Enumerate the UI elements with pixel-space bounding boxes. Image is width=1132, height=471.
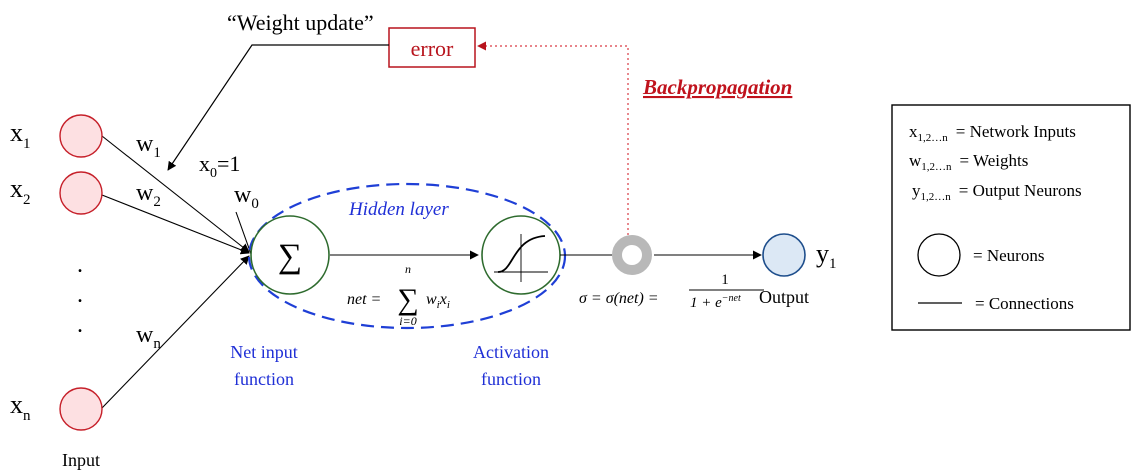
- legend-weights: w1,2…n= Weights: [909, 151, 1028, 173]
- legend-neuron-icon: [917, 233, 961, 277]
- output-ring: [612, 235, 652, 275]
- weight-label-w1: w1: [136, 131, 161, 161]
- input-dot-1: .: [77, 252, 83, 278]
- weight-label-wn: wn: [136, 322, 161, 352]
- legend: x1,2…n= Network Inputs w1,2…n= Weights y…: [891, 104, 1131, 331]
- net-formula-sum-top: n: [405, 262, 411, 276]
- error-box: [388, 27, 476, 68]
- net-formula: net = ∑ n i=0 wixi: [347, 262, 450, 328]
- output-neuron-y1: [762, 233, 806, 277]
- connection-xn: [101, 255, 250, 409]
- input-caption: Input: [62, 450, 100, 470]
- input-label-xn: xn: [10, 390, 31, 424]
- input-neuron-x1: [59, 114, 103, 158]
- connection-x2: [101, 194, 250, 255]
- input-neuron-x2: [59, 171, 103, 215]
- connection-x1: [101, 135, 250, 253]
- hidden-layer-ellipse: [247, 182, 567, 330]
- net-input-label-line2: function: [234, 369, 294, 389]
- input-label-x2: x2: [10, 174, 31, 208]
- net-formula-sum-bottom: i=0: [399, 314, 416, 328]
- activation-label-line1: Activation: [473, 342, 549, 362]
- output-label-y1: y1: [816, 239, 837, 272]
- error-label: error: [411, 36, 454, 61]
- hidden-layer-label: Hidden layer: [348, 199, 449, 220]
- input-dot-2: .: [77, 282, 83, 308]
- legend-neurons-label: = Neurons: [973, 246, 1044, 265]
- sigma-formula: σ = σ(net) = 1 1 + e−net: [579, 272, 764, 311]
- net-input-node: [250, 215, 330, 295]
- activation-label-line2: function: [481, 369, 541, 389]
- legend-outputs: y1,2…n= Output Neurons: [912, 181, 1082, 203]
- input-label-x1: x1: [10, 118, 31, 152]
- sum-symbol: ∑: [278, 238, 302, 275]
- weight-update-label: “Weight update”: [227, 10, 374, 35]
- input-neuron-xn: [59, 387, 103, 431]
- sigmoid-icon: [494, 234, 548, 282]
- weight-label-w0: w0: [234, 182, 259, 212]
- weight-update-line: [167, 44, 389, 171]
- sigma-formula-denominator: 1 + e−net: [690, 293, 741, 311]
- sigma-formula-numerator: 1: [721, 272, 729, 288]
- backprop-dotted-line: [477, 41, 629, 235]
- legend-connections-label: = Connections: [975, 294, 1074, 313]
- bias-label: x0=1: [199, 151, 240, 181]
- net-formula-sum: ∑: [397, 283, 418, 316]
- net-formula-lhs: net =: [347, 291, 381, 308]
- connection-bias: [235, 211, 252, 255]
- legend-inputs: x1,2…n= Network Inputs: [909, 122, 1076, 144]
- sigma-formula-lhs: σ = σ(net) =: [579, 290, 659, 307]
- net-formula-terms: wixi: [426, 291, 450, 311]
- weight-label-w2: w2: [136, 180, 161, 210]
- backprop-label: Backpropagation: [642, 75, 792, 99]
- input-dot-3: .: [77, 312, 83, 338]
- output-caption: Output: [759, 287, 809, 307]
- net-input-label-line1: Net input: [230, 342, 298, 362]
- legend-box: [891, 104, 1131, 331]
